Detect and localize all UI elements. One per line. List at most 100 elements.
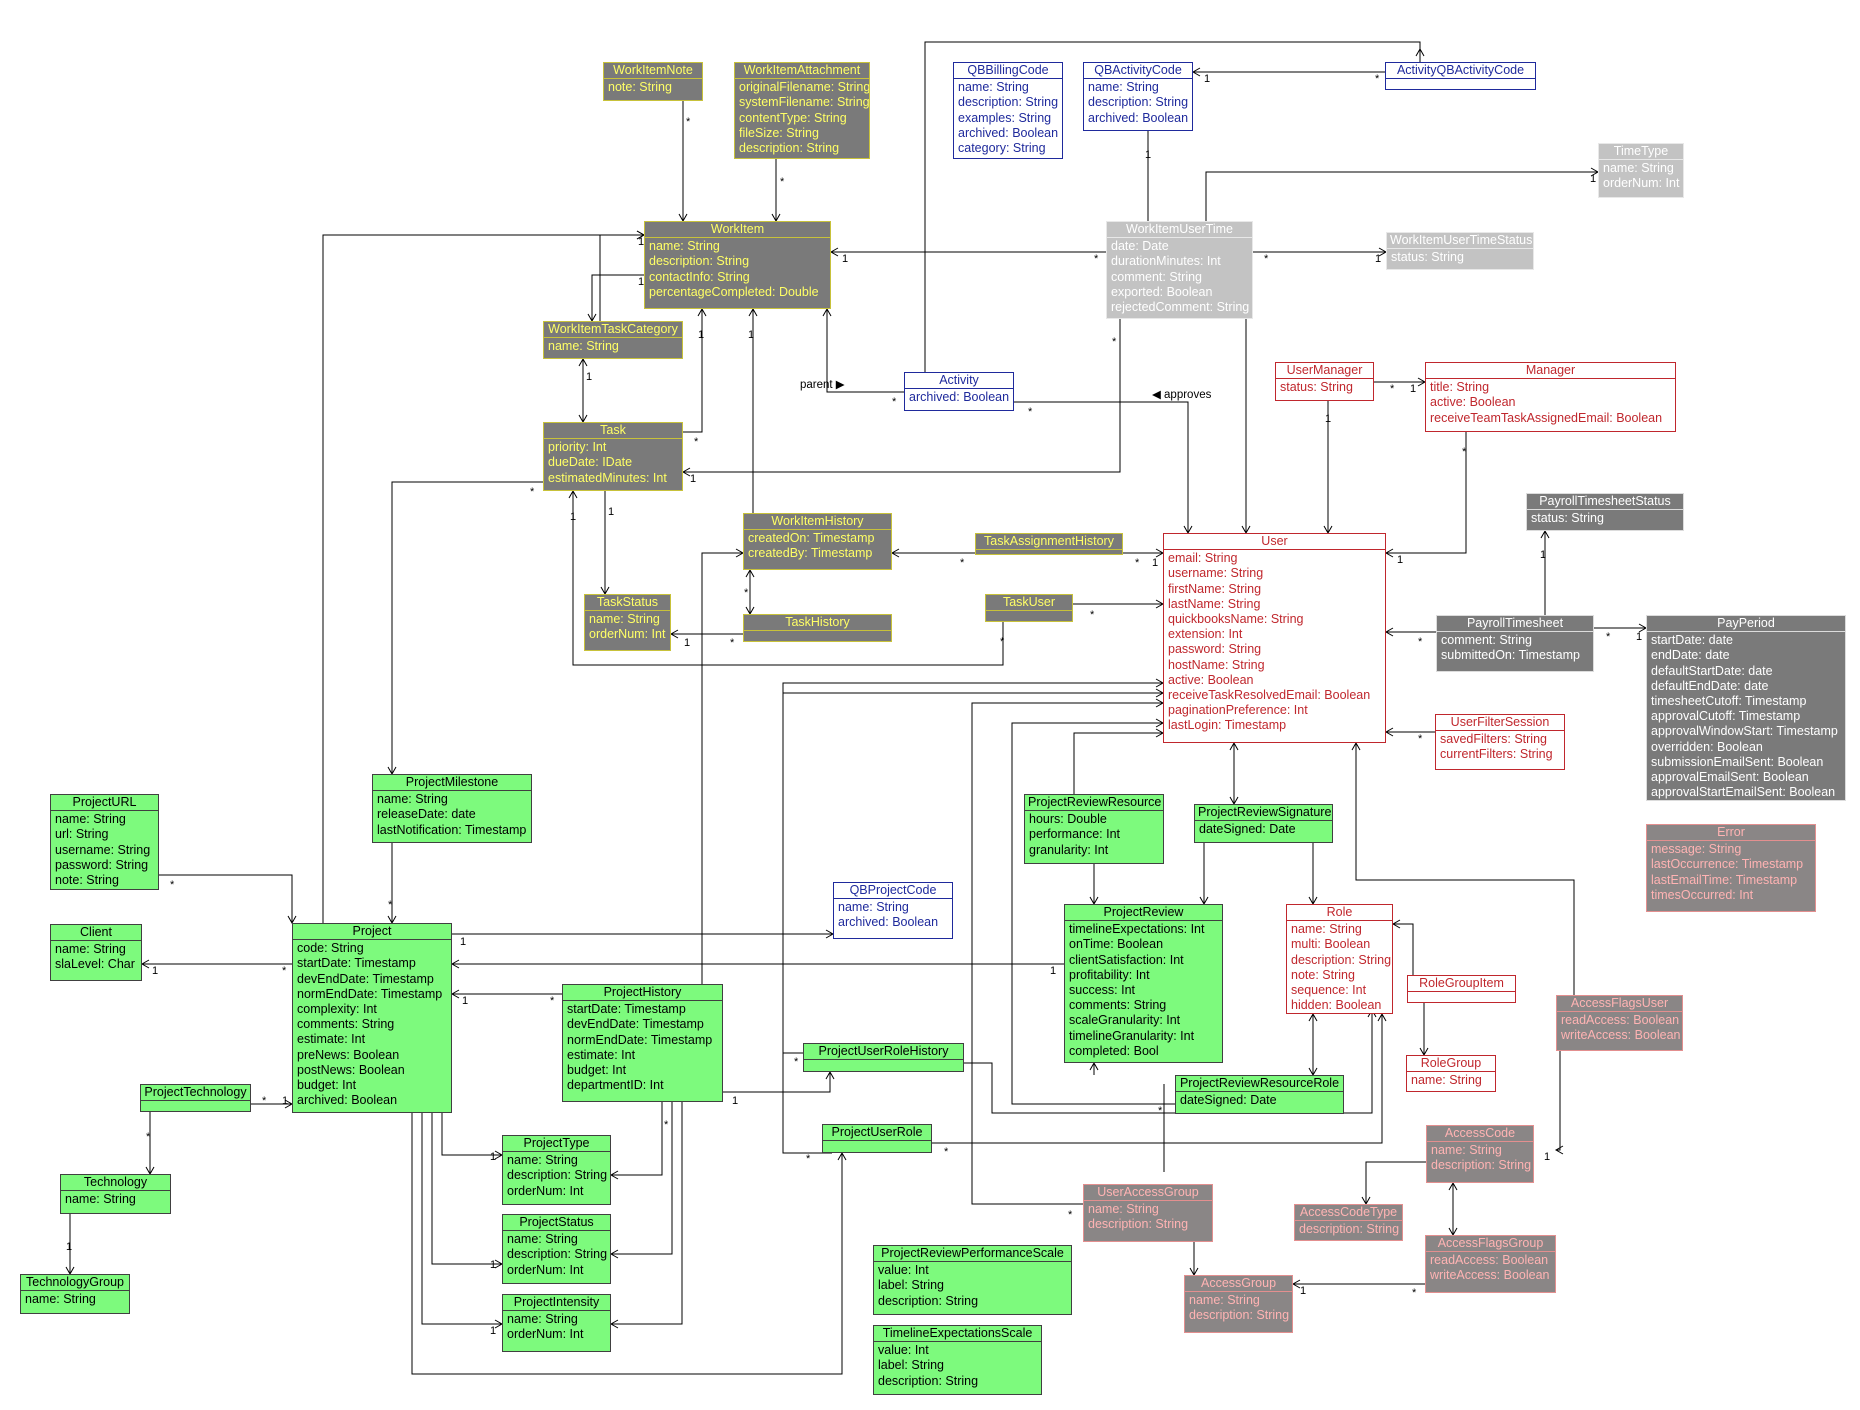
class-title: WorkItemUserTime: [1107, 222, 1252, 239]
class-attribute: createdBy: Timestamp: [748, 546, 873, 561]
multiplicity-label: 1: [490, 1259, 496, 1271]
class-activityqbactivitycode[interactable]: ActivityQBActivityCode: [1385, 62, 1536, 90]
class-attribute: lastNotification: Timestamp: [377, 822, 527, 837]
class-rolegroupitem[interactable]: RoleGroupItem: [1407, 975, 1516, 1003]
class-attribute: overridden: Boolean: [1651, 739, 1763, 754]
class-taskhistory[interactable]: TaskHistory: [743, 614, 892, 642]
class-attribute: startDate: Timestamp: [297, 956, 416, 971]
multiplicity-label: 1: [1300, 1285, 1306, 1297]
association-line: [1014, 401, 1189, 533]
association-line: [572, 491, 1004, 666]
multiplicity-label: *: [1375, 73, 1380, 85]
association-line: [1205, 171, 1598, 221]
class-title: AccessGroup: [1185, 1276, 1292, 1293]
multiplicity-label: *: [1028, 406, 1033, 418]
class-taskassignmenthistory[interactable]: TaskAssignmentHistory: [975, 533, 1123, 555]
class-title: PayrollTimesheetStatus: [1527, 494, 1683, 511]
class-attribute: name: String: [958, 80, 1029, 95]
class-title: WorkItemNote: [604, 63, 702, 80]
class-attribute: name: String: [1603, 161, 1674, 176]
class-attribute: name: String: [1088, 1202, 1159, 1217]
class-attribute: defaultEndDate: date: [1651, 678, 1769, 693]
arrowhead: [697, 307, 707, 317]
class-title: QBActivityCode: [1084, 63, 1192, 80]
association-line: [1365, 1161, 1426, 1204]
class-attribute: name: String: [838, 900, 909, 915]
class-attribute: priority: Int: [548, 440, 607, 455]
class-title: ProjectReviewSignature: [1195, 805, 1332, 822]
multiplicity-label: *: [806, 1153, 811, 1165]
association-line: [683, 309, 703, 433]
class-attribute: success: Int: [1069, 983, 1135, 998]
class-projecttechnology[interactable]: ProjectTechnology: [140, 1084, 251, 1112]
arrowhead: [822, 307, 832, 317]
multiplicity-label: *: [1390, 383, 1395, 395]
class-attribute: email: String: [1168, 551, 1238, 566]
class-projectuserrole[interactable]: ProjectUserRole: [822, 1124, 932, 1153]
class-attribute: hostName: String: [1168, 657, 1265, 672]
class-attribute: fileSize: String: [739, 125, 819, 140]
class-attribute: description: String: [878, 1373, 979, 1388]
multiplicity-label: 1: [1152, 557, 1158, 569]
class-taskuser[interactable]: TaskUser: [985, 594, 1073, 622]
multiplicity-label: 1: [690, 473, 696, 485]
class-attributes: [744, 631, 891, 634]
arrowhead: [1291, 1279, 1301, 1289]
arrowhead: [748, 307, 758, 317]
class-attribute: archived: Boolean: [297, 1093, 398, 1108]
class-attribute: description: String: [878, 1293, 979, 1308]
class-projectuserrolehistory[interactable]: ProjectUserRoleHistory: [803, 1043, 964, 1072]
